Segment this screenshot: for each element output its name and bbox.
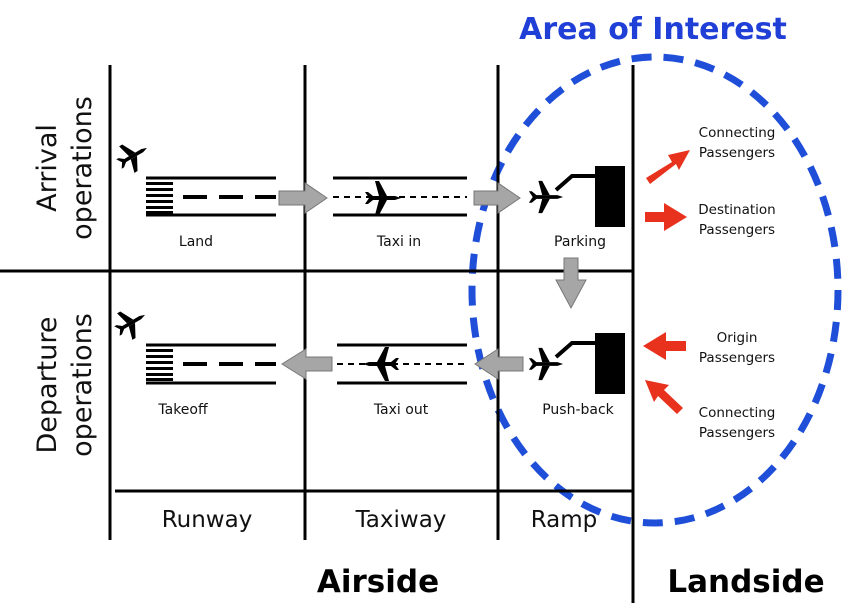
passenger-label-line2: Passengers	[699, 350, 775, 366]
passenger-label-line1: Destination	[698, 202, 775, 218]
airplane-icon	[363, 347, 399, 381]
passenger-label-line2: Passengers	[699, 425, 775, 441]
row-label-arrival: Arrival operations	[32, 96, 98, 240]
zone-label-ramp: Ramp	[531, 507, 598, 533]
passenger-arrows	[643, 150, 690, 414]
step-label-takeoff: Takeoff	[157, 402, 208, 418]
row-label-departure-line1: Departure	[32, 316, 63, 453]
passenger-arrow-out-connecting	[646, 150, 690, 184]
taxiway-taxi-in: Taxi in	[333, 176, 467, 250]
passenger-label-origin: Origin Passengers	[699, 330, 775, 366]
passenger-label-line2: Passengers	[699, 145, 775, 161]
passenger-arrow-out-destination	[645, 203, 687, 231]
terminal-gate-icon	[595, 333, 625, 394]
zone-label-taxiway: Taxiway	[355, 507, 447, 533]
row-label-departure: Departure operations	[32, 313, 98, 457]
passenger-label-arrival-connecting: Connecting Passengers	[699, 125, 776, 161]
passenger-label-line1: Connecting	[699, 405, 776, 421]
passenger-label-departure-connecting: Connecting Passengers	[699, 405, 776, 441]
area-of-interest-title: Area of Interest	[519, 12, 787, 47]
runway-threshold-icon	[146, 349, 173, 381]
flow-arrow-push-back-to-taxi-out	[474, 348, 524, 380]
side-label-landside: Landside	[667, 564, 824, 600]
passenger-label-line1: Connecting	[699, 125, 776, 141]
ramp-parking: Parking	[528, 166, 625, 250]
taxiway-taxi-out: Taxi out	[337, 343, 467, 418]
passenger-arrow-in-connecting	[645, 380, 683, 414]
passenger-label-destination: Destination Passengers	[698, 202, 775, 238]
row-label-arrival-line2: operations	[67, 96, 98, 240]
runway-takeoff: Takeoff	[109, 301, 276, 418]
passenger-arrow-in-origin	[643, 332, 686, 360]
ramp-push-back: Push-back	[528, 333, 625, 418]
passenger-label-line2: Passengers	[699, 222, 775, 238]
airplane-icon	[111, 134, 155, 178]
step-label-land: Land	[179, 234, 213, 250]
area-of-interest-ellipse	[468, 53, 842, 527]
passenger-label-line1: Origin	[717, 330, 758, 346]
zone-label-runway: Runway	[162, 507, 253, 533]
flow-arrow-land-to-taxi-in	[278, 182, 328, 214]
flow-arrow-taxi-out-to-takeoff	[281, 348, 333, 380]
side-label-airside: Airside	[317, 564, 439, 600]
grid-lines	[0, 65, 635, 603]
row-label-departure-line2: operations	[67, 313, 98, 457]
airplane-icon	[365, 181, 401, 215]
row-label-arrival-line1: Arrival	[32, 124, 63, 212]
flow-arrow-taxi-in-to-parking	[473, 182, 521, 214]
airplane-icon	[109, 301, 153, 345]
step-label-parking: Parking	[554, 234, 606, 250]
terminal-gate-icon	[595, 166, 625, 227]
runway-land: Land	[111, 134, 276, 250]
flow-arrow-parking-to-push-back	[555, 257, 587, 310]
runway-threshold-icon	[146, 182, 173, 214]
step-label-taxi-in: Taxi in	[376, 234, 421, 250]
step-label-taxi-out: Taxi out	[373, 402, 429, 418]
step-label-push-back: Push-back	[542, 402, 614, 418]
